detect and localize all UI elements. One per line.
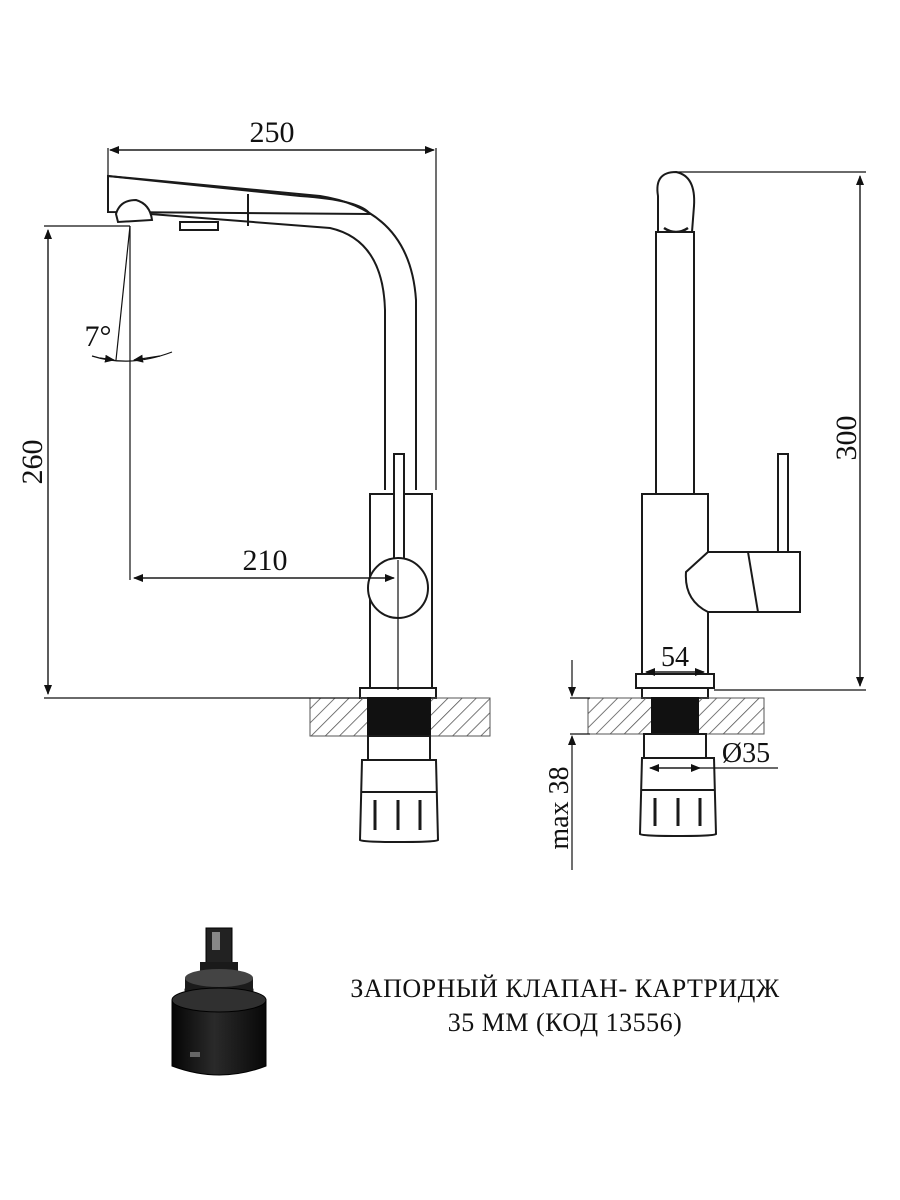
side-handle	[684, 551, 801, 613]
side-head	[656, 170, 696, 233]
side-view	[587, 170, 801, 838]
spout-outer	[107, 175, 417, 490]
cartridge-caption: ЗАПОРНЫЙ КЛАПАН- КАРТРИДЖ 35 ММ (КОД 135…	[300, 972, 830, 1040]
dim-angle: 7°	[85, 320, 112, 353]
lever	[393, 453, 405, 565]
dim-250: 250	[250, 116, 295, 149]
aerator	[114, 198, 154, 224]
cartridge-illustration	[171, 927, 267, 1076]
side-lever	[777, 453, 789, 553]
dim-300: 300	[830, 416, 863, 461]
dim-260: 260	[16, 440, 49, 485]
dim-210: 210	[243, 544, 288, 577]
dim-54: 54	[661, 642, 689, 673]
caption-line-2: 35 ММ (КОД 13556)	[447, 1008, 683, 1037]
mounting-nut-right	[638, 757, 718, 838]
front-view	[107, 174, 491, 844]
caption-line-1: ЗАПОРНЫЙ КЛАПАН- КАРТРИДЖ	[350, 974, 780, 1003]
dim-diameter: Ø35	[722, 738, 770, 769]
front-dimensions	[44, 146, 437, 699]
dim-max-thickness: max 38	[544, 766, 575, 849]
spout-inner	[149, 213, 386, 490]
side-column	[655, 231, 695, 495]
side-dimensions	[568, 171, 866, 870]
